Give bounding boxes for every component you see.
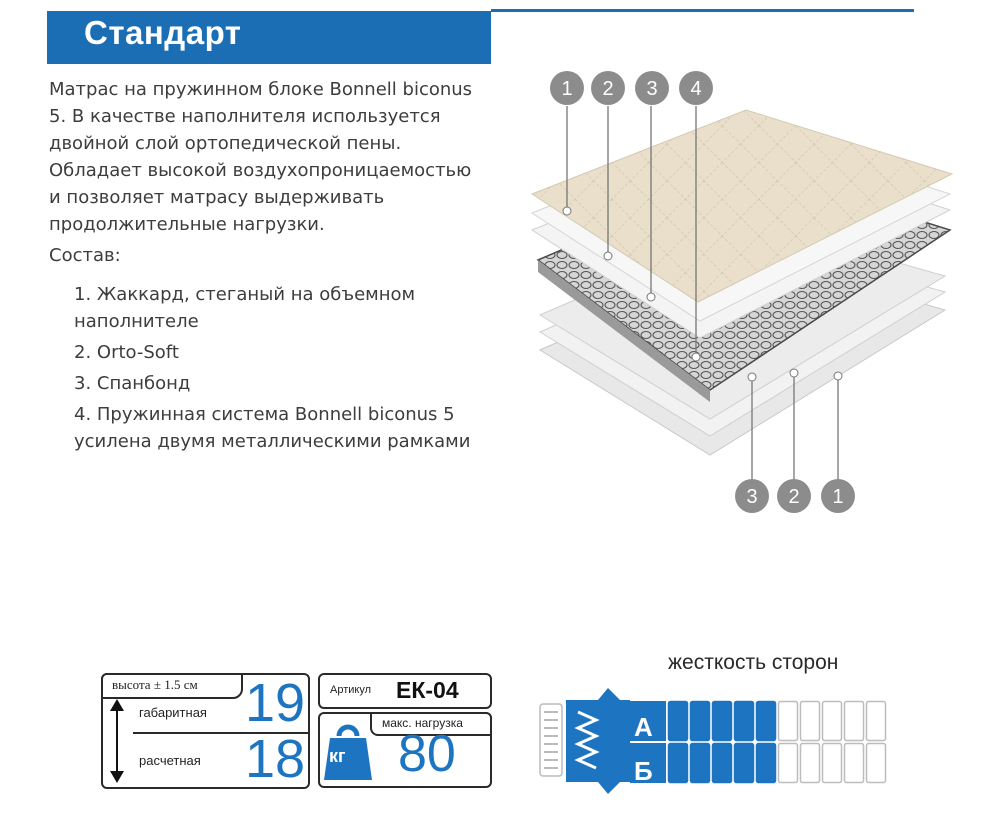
top-marker-1: 1 bbox=[550, 71, 584, 105]
firmness-segment-empty bbox=[799, 742, 821, 784]
firmness-segment-filled bbox=[711, 742, 733, 784]
description-line: Обладает высокой воздухопроницаемостью bbox=[49, 160, 472, 181]
height-label: высота ± 1.5 см bbox=[112, 677, 198, 692]
spring-block-side bbox=[538, 260, 710, 402]
height-spec-box: высота ± 1.5 см габаритная 19 расчетная … bbox=[101, 673, 310, 789]
svg-text:1: 1 bbox=[832, 486, 843, 508]
composition-item: 4. Пружинная система Bonnell biconus 5 у… bbox=[74, 401, 504, 455]
article-value: ЕК-04 bbox=[396, 677, 459, 703]
side-a-letter: А bbox=[634, 712, 653, 742]
top-marker-3: 3 bbox=[635, 71, 669, 105]
composition-item-line: 4. Пружинная система Bonnell biconus 5 bbox=[74, 404, 455, 425]
top-marker-4: 4 bbox=[679, 71, 713, 105]
firmness-segment-filled bbox=[667, 700, 689, 742]
firmness-graphic: А Б bbox=[539, 688, 887, 794]
composition-item-line: наполнителе bbox=[74, 311, 199, 332]
firmness-segment-empty bbox=[865, 700, 887, 742]
firmness-segment-filled bbox=[689, 700, 711, 742]
composition-item: 3. Спанбонд bbox=[74, 370, 504, 397]
composition-item-line: 2. Orto-Soft bbox=[74, 342, 179, 363]
firmness-segment-filled bbox=[733, 742, 755, 784]
title-bar bbox=[47, 11, 491, 64]
product-description: Матрас на пружинном блоке Bonnell biconu… bbox=[49, 76, 499, 238]
firmness-segment-filled bbox=[733, 700, 755, 742]
svg-text:3: 3 bbox=[746, 486, 757, 508]
calculated-height-label: расчетная bbox=[139, 753, 201, 768]
composition-item-line: усилена двумя металлическими рамками bbox=[74, 431, 471, 452]
top-rule bbox=[491, 9, 914, 12]
svg-text:2: 2 bbox=[788, 486, 799, 508]
calculated-height-value: 18 bbox=[245, 729, 306, 789]
description-line: двойной слой ортопедической пены. bbox=[49, 133, 402, 154]
page-title: Стандарт bbox=[84, 14, 242, 51]
firmness-segment-empty bbox=[843, 700, 865, 742]
weight-icon bbox=[324, 724, 372, 780]
kg-label: кг bbox=[329, 746, 346, 766]
height-label-tab bbox=[101, 673, 243, 699]
height-divider bbox=[133, 732, 308, 734]
composition-item-line: 1. Жаккард, стеганый на объемном bbox=[74, 284, 416, 305]
description-line: продолжительные нагрузки. bbox=[49, 214, 325, 235]
firmness-segment-filled bbox=[667, 742, 689, 784]
description-line: Матрас на пружинном блоке Bonnell biconu… bbox=[49, 79, 473, 100]
firmness-segment-empty bbox=[843, 742, 865, 784]
description-line: 5. В качестве наполнителя используется bbox=[49, 106, 441, 127]
max-load-box: макс. нагрузка кг 80 bbox=[318, 712, 492, 788]
firmness-segment-empty bbox=[799, 700, 821, 742]
composition-list: 1. Жаккард, стеганый на объемном наполни… bbox=[74, 281, 504, 459]
bottom-marker-2: 2 bbox=[777, 479, 811, 513]
composition-label: Состав: bbox=[49, 245, 121, 266]
article-box: Артикул ЕК-04 bbox=[318, 673, 492, 709]
svg-text:1: 1 bbox=[561, 78, 572, 100]
firmness-segment-empty bbox=[865, 742, 887, 784]
max-load-label-tab bbox=[370, 712, 492, 736]
overall-height-label: габаритная bbox=[139, 705, 207, 720]
height-arrow-icon bbox=[110, 699, 124, 783]
bottom-marker-3: 3 bbox=[735, 479, 769, 513]
firmness-bars-side-a bbox=[630, 700, 887, 742]
firmness-title: жесткость сторон bbox=[668, 651, 839, 674]
svg-text:4: 4 bbox=[690, 78, 701, 100]
firmness-letter-block bbox=[630, 701, 666, 741]
firmness-letter-block bbox=[630, 743, 666, 783]
firmness-segment-empty bbox=[821, 742, 843, 784]
mattress-layers-illustration: 1 2 3 4 3 2 1 bbox=[530, 71, 954, 513]
max-load-value: 80 bbox=[398, 725, 456, 783]
firmness-segment-filled bbox=[755, 700, 777, 742]
firmness-segment-empty bbox=[777, 742, 799, 784]
svg-text:3: 3 bbox=[646, 78, 657, 100]
top-marker-2: 2 bbox=[591, 71, 625, 105]
article-label: Артикул bbox=[330, 684, 372, 696]
max-load-label: макс. нагрузка bbox=[382, 716, 463, 730]
top-jacquard-layer bbox=[530, 109, 954, 303]
side-b-letter: Б bbox=[634, 756, 653, 786]
firmness-segment-filled bbox=[689, 742, 711, 784]
bottom-marker-1: 1 bbox=[821, 479, 855, 513]
firmness-segment-empty bbox=[821, 700, 843, 742]
composition-item: 2. Orto-Soft bbox=[74, 339, 504, 366]
firmness-segment-empty bbox=[777, 700, 799, 742]
composition-item: 1. Жаккард, стеганый на объемном наполни… bbox=[74, 281, 504, 335]
firmness-segment-filled bbox=[755, 742, 777, 784]
description-line: и позволяет матрасу выдерживать bbox=[49, 187, 385, 208]
firmness-segment-filled bbox=[711, 700, 733, 742]
svg-text:2: 2 bbox=[602, 78, 613, 100]
overall-height-value: 19 bbox=[245, 673, 306, 733]
firmness-bars-side-b bbox=[630, 742, 887, 784]
composition-item-line: 3. Спанбонд bbox=[74, 373, 191, 394]
